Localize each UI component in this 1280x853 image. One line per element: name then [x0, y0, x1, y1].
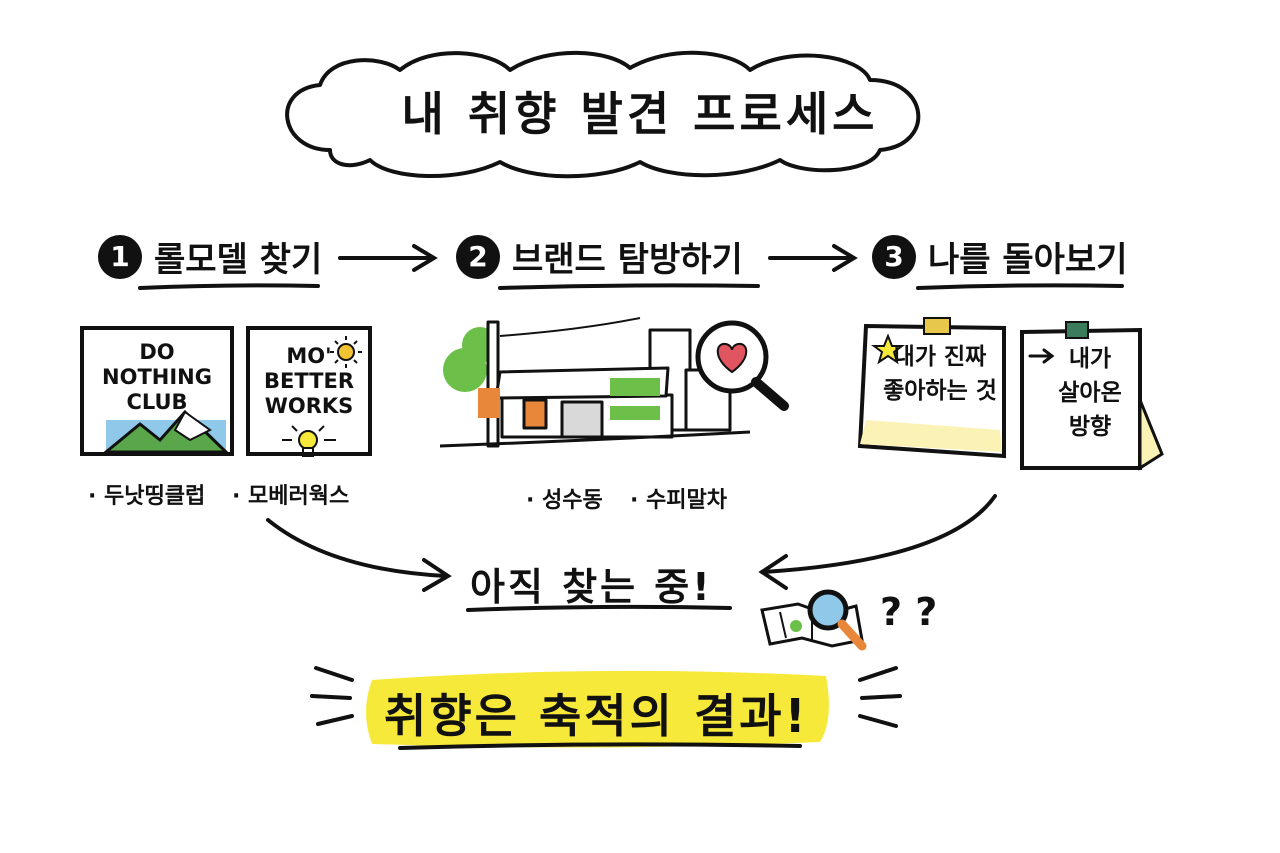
poster-1-line1: DO — [139, 340, 175, 364]
poster-1-line3: CLUB — [126, 390, 188, 414]
arrow-left-to-center — [266, 518, 452, 592]
poster-2-line3: WORKS — [264, 394, 354, 418]
emphasis-lines-left — [310, 666, 354, 726]
arrow-right-to-center — [758, 494, 997, 590]
caption-donothing: · 두낫띵클럽 — [88, 484, 206, 509]
step2-underline — [498, 283, 760, 290]
note-right-line3: 방향 — [1068, 414, 1112, 440]
step-3-label: 나를 돌아보기 — [928, 240, 1128, 280]
poster-1-line2: NOTHING — [102, 365, 212, 389]
note-right-text: 내가 살아온 방향 — [1040, 342, 1140, 444]
step-3: 3 나를 돌아보기 — [872, 232, 1128, 281]
note-left-line2: 좋아하는 것 — [883, 378, 997, 404]
mountain-illustration — [101, 409, 230, 454]
note-left-line1: 내가 진짜 — [893, 344, 987, 370]
page-title: 내 취향 발견 프로세스 — [401, 87, 879, 141]
step-3-number: 3 — [872, 234, 916, 279]
highlight-stroke — [366, 670, 829, 748]
poster-2-line1: MO' — [286, 344, 332, 368]
sticky-note-right — [1020, 321, 1164, 471]
step-2: 2 브랜드 탐방하기 — [456, 232, 743, 281]
conclusion-underline — [398, 742, 802, 750]
caption-mobetter: · 모베러웍스 — [232, 484, 350, 509]
magnifier-heart-icon — [695, 320, 789, 411]
note-right-line1: 내가 — [1068, 346, 1112, 372]
center-underline — [466, 604, 732, 612]
note-right-line2: 살아온 — [1058, 380, 1122, 406]
step-1-label: 롤모델 찾기 — [154, 240, 323, 280]
question-marks: ? ? — [880, 590, 938, 634]
step-2-number: 2 — [456, 234, 500, 279]
arrow-1-2 — [338, 244, 438, 272]
sun-icon — [330, 336, 362, 368]
poster-2-line2: BETTER — [264, 369, 354, 393]
arrow-2-3 — [768, 244, 858, 272]
center-label: 아직 찾는 중! — [470, 565, 713, 609]
map-magnifier-icon — [760, 589, 867, 651]
conclusion-text: 취향은 축적의 결과! — [384, 689, 809, 743]
caption-seongsu: · 성수동 — [526, 488, 603, 513]
step3-underline — [916, 283, 1124, 290]
step-1: 1 롤모델 찾기 — [98, 232, 322, 281]
title-cloud — [285, 50, 921, 179]
step-1-number: 1 — [98, 234, 142, 279]
sticky-note-left — [857, 317, 1006, 459]
step-2-label: 브랜드 탐방하기 — [512, 240, 743, 280]
caption-supimatcha: · 수피말차 — [630, 488, 727, 513]
step1-underline — [138, 283, 320, 290]
poster-do-nothing-club: DO NOTHING CLUB — [80, 326, 234, 456]
poster-mo-better-works: MO' BETTER WORKS — [246, 326, 372, 456]
note-left-text: 내가 진짜 좋아하는 것 — [880, 340, 1000, 408]
shop-illustration — [439, 317, 751, 448]
emphasis-lines-right — [858, 666, 902, 728]
